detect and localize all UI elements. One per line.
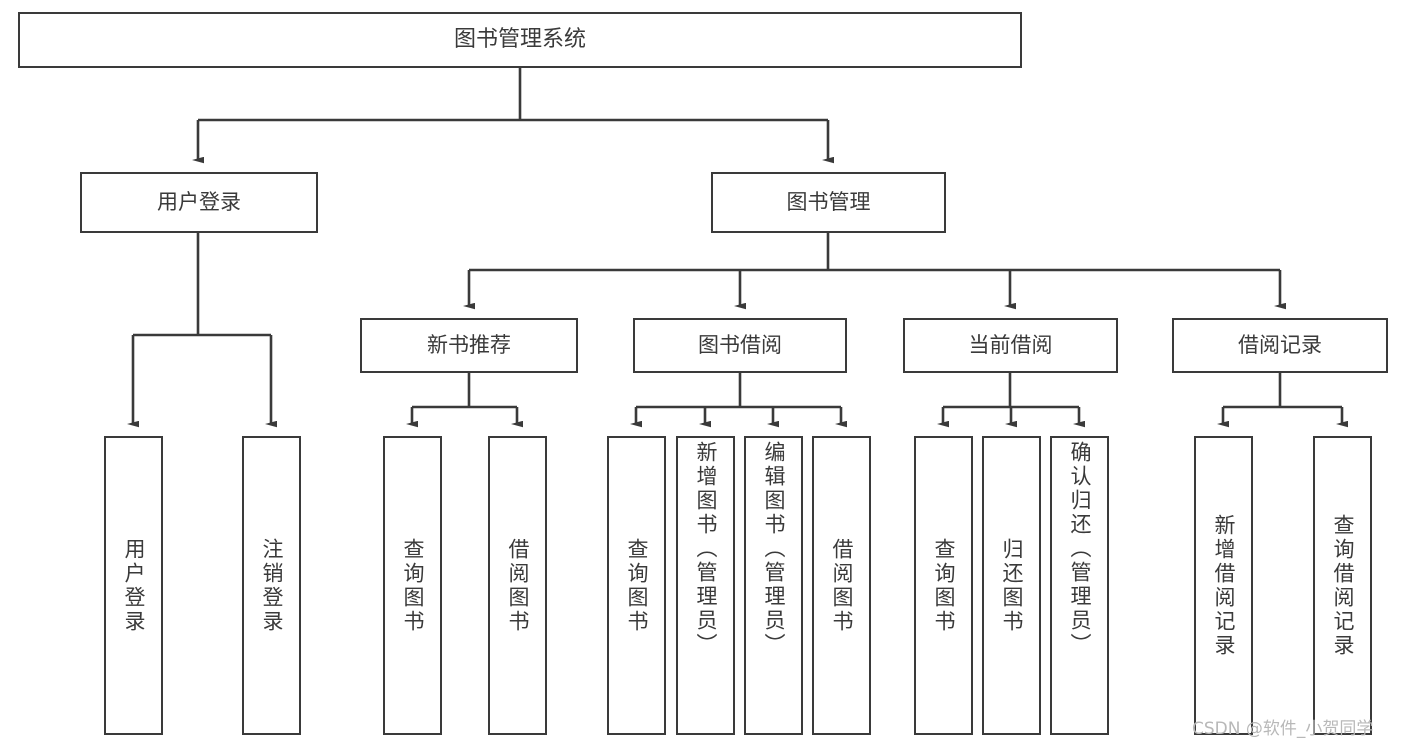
csdn-watermark: CSDN @软件_小贺同学 — [1192, 719, 1374, 739]
leaf-label: 新增图书（管理员） — [694, 441, 718, 657]
leaf-label: 确认归还（管理员） — [1068, 441, 1092, 657]
leaf-new-book-query[interactable]: 查询图书 — [383, 436, 442, 735]
node-book-borrow[interactable]: 图书借阅 — [633, 318, 847, 373]
node-root-label: 图书管理系统 — [453, 27, 586, 53]
leaf-book-borrow-query[interactable]: 查询图书 — [607, 436, 666, 735]
leaf-label: 查询图书 — [932, 537, 956, 634]
leaf-label: 注销登录 — [260, 537, 284, 634]
node-book-borrow-label: 图书借阅 — [698, 333, 782, 358]
leaf-label: 查询借阅记录 — [1331, 513, 1355, 658]
node-root[interactable]: 图书管理系统 — [18, 12, 1022, 68]
leaf-new-book-borrow[interactable]: 借阅图书 — [488, 436, 547, 735]
node-new-book-recommend[interactable]: 新书推荐 — [360, 318, 578, 373]
node-book-management[interactable]: 图书管理 — [711, 172, 946, 233]
node-borrow-record-label: 借阅记录 — [1238, 333, 1322, 358]
node-new-book-recommend-label: 新书推荐 — [427, 333, 511, 358]
node-user-login[interactable]: 用户登录 — [80, 172, 318, 233]
leaf-current-borrow-confirm-return[interactable]: 确认归还（管理员） — [1050, 436, 1109, 735]
node-current-borrow[interactable]: 当前借阅 — [903, 318, 1118, 373]
leaf-borrow-record-add[interactable]: 新增借阅记录 — [1194, 436, 1253, 735]
leaf-book-borrow-borrow[interactable]: 借阅图书 — [812, 436, 871, 735]
leaf-label: 借阅图书 — [830, 537, 854, 634]
leaf-label: 查询图书 — [401, 537, 425, 634]
node-current-borrow-label: 当前借阅 — [968, 333, 1053, 358]
leaf-label: 借阅图书 — [506, 537, 530, 634]
leaf-user-login-logout[interactable]: 注销登录 — [242, 436, 301, 735]
node-user-login-label: 用户登录 — [157, 190, 241, 215]
leaf-label: 用户登录 — [122, 537, 146, 634]
node-book-management-label: 图书管理 — [786, 190, 871, 215]
leaf-book-borrow-edit[interactable]: 编辑图书（管理员） — [744, 436, 803, 735]
leaf-label: 编辑图书（管理员） — [762, 441, 786, 657]
leaf-current-borrow-return[interactable]: 归还图书 — [982, 436, 1041, 735]
leaf-borrow-record-query[interactable]: 查询借阅记录 — [1313, 436, 1372, 735]
leaf-user-login-login[interactable]: 用户登录 — [104, 436, 163, 735]
leaf-label: 归还图书 — [1000, 537, 1024, 634]
leaf-label: 查询图书 — [625, 537, 649, 634]
node-borrow-record[interactable]: 借阅记录 — [1172, 318, 1388, 373]
leaf-label: 新增借阅记录 — [1212, 513, 1236, 658]
leaf-book-borrow-add[interactable]: 新增图书（管理员） — [676, 436, 735, 735]
leaf-current-borrow-query[interactable]: 查询图书 — [914, 436, 973, 735]
